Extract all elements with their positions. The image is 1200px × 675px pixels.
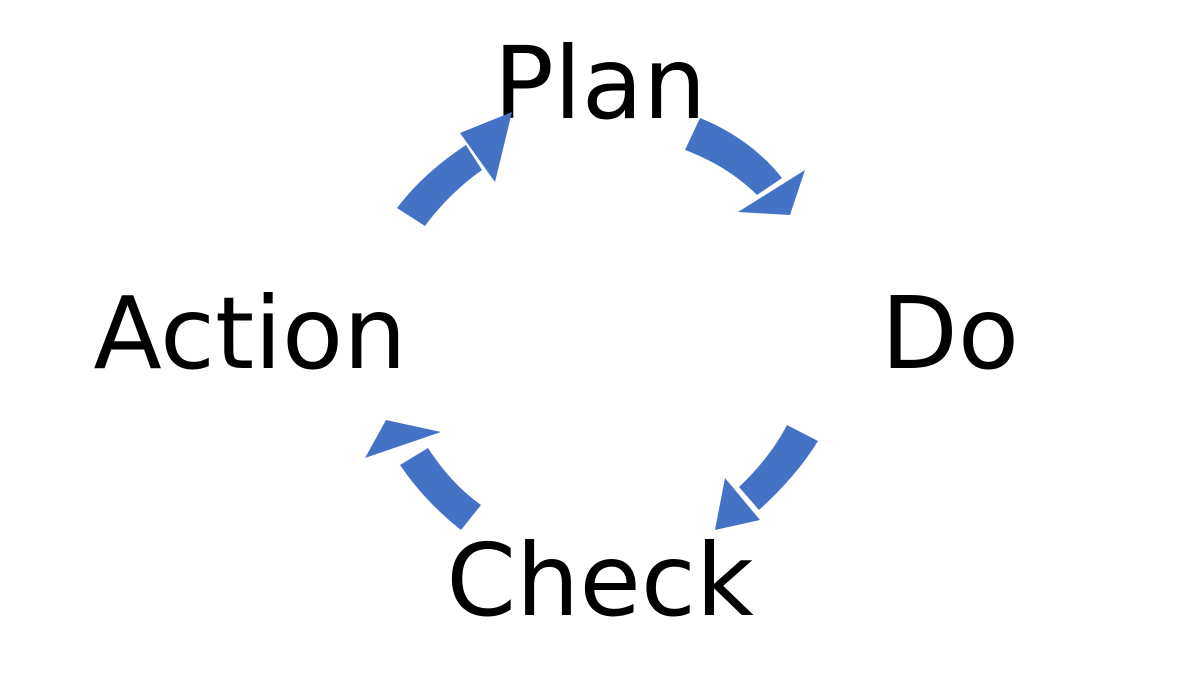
arrow-do-to-check-head <box>715 478 760 530</box>
stage-label-plan: Plan <box>494 25 707 142</box>
stage-label-do: Do <box>881 275 1019 392</box>
stage-label-check: Check <box>446 522 754 639</box>
stage-label-action: Action <box>93 275 406 392</box>
arrow-action-to-plan-head <box>460 112 512 182</box>
arrow-do-to-check-shaft <box>739 425 818 510</box>
arrow-action-to-plan <box>397 112 512 226</box>
arrow-do-to-check <box>715 425 818 530</box>
arrow-plan-to-do <box>685 118 805 215</box>
arrow-action-to-plan-shaft <box>397 145 482 226</box>
arrow-check-to-action-head <box>365 420 441 458</box>
arrow-plan-to-do-shaft <box>685 118 782 195</box>
arrow-plan-to-do-head <box>738 170 805 215</box>
arrow-check-to-action-shaft <box>400 448 481 530</box>
arrow-check-to-action <box>365 420 481 530</box>
